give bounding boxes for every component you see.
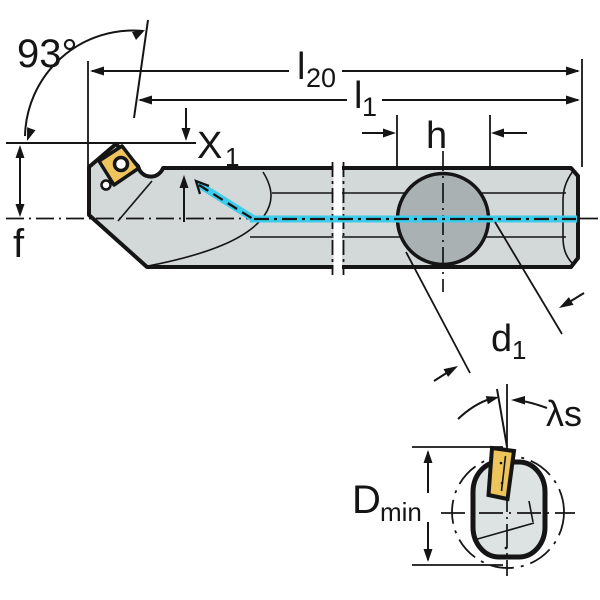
insert-screw-hole bbox=[112, 155, 130, 173]
dimension-f: f bbox=[13, 145, 25, 266]
dimension-l20: l 20 bbox=[87, 46, 583, 167]
d1-arrow-right bbox=[559, 297, 574, 308]
dmin-label: D bbox=[352, 478, 381, 522]
insert-nose-circle bbox=[100, 179, 112, 191]
angle-arrow-top bbox=[132, 30, 145, 40]
end-view-insert-body bbox=[486, 445, 517, 502]
x1-label: X bbox=[197, 125, 222, 167]
angle-label: 93° bbox=[17, 32, 78, 76]
dimension-lambda-s: λs bbox=[457, 393, 582, 434]
lambda-tilted-line bbox=[496, 388, 508, 448]
h-label: h bbox=[426, 115, 447, 157]
head-grind-edge bbox=[117, 180, 153, 222]
boring-bar-side-view bbox=[6, 142, 598, 292]
d1-arrow-right-line bbox=[570, 292, 585, 302]
x1-label-sub: 1 bbox=[225, 142, 239, 172]
end-view-insert-dot-2 bbox=[500, 481, 504, 485]
insert bbox=[97, 144, 141, 191]
d1-arrow-left-line bbox=[433, 371, 449, 382]
end-view bbox=[441, 384, 575, 576]
x1-arrow-up bbox=[179, 175, 189, 188]
h-arrow-right bbox=[491, 128, 504, 138]
end-view-insert-edge bbox=[500, 455, 507, 492]
x1-arrow-down bbox=[181, 128, 191, 141]
d1-arrow-left bbox=[443, 366, 458, 377]
end-view-insert-dot-1 bbox=[499, 461, 503, 465]
end-view-insert bbox=[486, 445, 517, 502]
d1-label: d bbox=[491, 318, 512, 360]
dmin-label-sub: min bbox=[380, 497, 422, 527]
f-label: f bbox=[13, 222, 25, 266]
lambda-label: λs bbox=[546, 393, 582, 434]
dimension-x1: X 1 bbox=[6, 108, 239, 222]
f-arrow-up bbox=[15, 145, 25, 158]
d1-label-sub: 1 bbox=[512, 335, 526, 365]
l20-arrow-right bbox=[566, 66, 580, 76]
end-view-inner-line-1 bbox=[473, 522, 535, 541]
h-arrow-left bbox=[383, 128, 396, 138]
l20-label: l bbox=[297, 46, 305, 88]
l1-arrow-left bbox=[138, 95, 152, 105]
dmin-arrow-down bbox=[423, 549, 433, 562]
coolant-inlet-mark bbox=[194, 179, 210, 195]
lambda-arrow-left-arc bbox=[457, 398, 491, 420]
dimension-h: h bbox=[362, 115, 527, 166]
dimension-angle-93: 93° bbox=[17, 19, 149, 141]
dimension-d1: d 1 bbox=[405, 221, 585, 382]
dmin-arrow-up bbox=[423, 450, 433, 463]
d1-tangent-right bbox=[494, 221, 563, 335]
l20-label-sub: 20 bbox=[306, 63, 336, 93]
coolant-diagonal-dash bbox=[198, 184, 254, 220]
coolant-channel bbox=[194, 179, 577, 223]
l1-label-sub: 1 bbox=[362, 92, 377, 122]
lambda-arrow-left bbox=[485, 396, 499, 405]
lambda-arrow-right bbox=[511, 396, 525, 405]
dimension-l1: l 1 bbox=[138, 75, 580, 122]
angle-arrow-bottom bbox=[27, 127, 36, 141]
l1-arrow-right bbox=[566, 95, 580, 105]
end-view-center-dot bbox=[504, 546, 508, 550]
l1-label: l bbox=[354, 75, 362, 117]
f-arrow-down bbox=[15, 204, 25, 217]
angle-arc bbox=[24, 29, 144, 137]
lambda-arrow-right-arc bbox=[521, 400, 548, 409]
l20-arrow-left bbox=[90, 66, 104, 76]
dimension-dmin: D min bbox=[352, 446, 503, 566]
end-view-inner-line-2 bbox=[528, 500, 534, 523]
d1-tangent-left bbox=[405, 251, 471, 374]
angle-reference-line bbox=[133, 19, 149, 119]
